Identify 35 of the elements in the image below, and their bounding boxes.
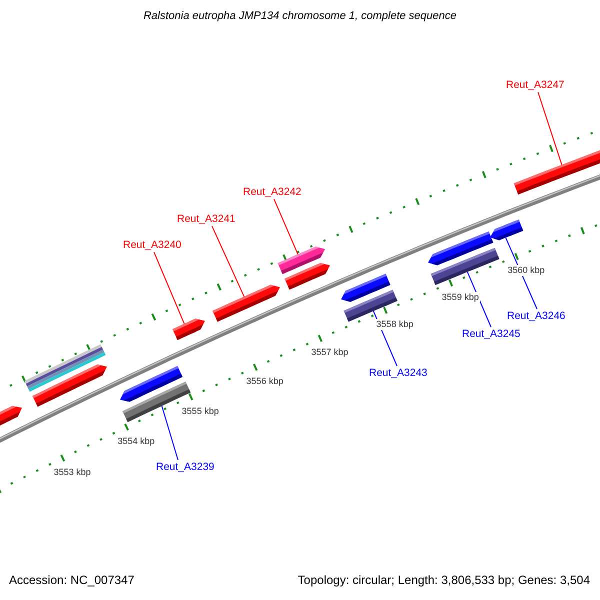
scale-label: 3554 kbp [116,436,156,446]
gene-label: Reut_A3245 [462,328,520,340]
gene-label: Reut_A3239 [156,461,214,474]
gene-bar [344,290,398,322]
gene-bar [24,344,106,392]
leader-line [154,252,185,324]
gene-feature [0,406,22,428]
scale-label: 3559 kbp [440,292,480,302]
gene-label: Reut_A3247 [506,79,564,92]
scale-label: 3560 kbp [506,265,546,276]
scale-label: 3557 kbp [310,347,350,358]
gene-feature [172,318,205,340]
leader-line [161,405,178,460]
leader-line [505,237,538,310]
title: Ralstonia eutropha JMP134 chromosome 1, complete sequence [142,10,458,23]
gene-label: Reut_A3246 [507,310,566,322]
gene-label: Reut_A3243 [369,367,428,380]
scale-label: 3555 kbp [180,406,220,416]
scale-label: 3556 kbp [245,376,284,387]
gene-feature [490,220,524,240]
scale-label: 3553 kbp [52,467,92,478]
leader-line [466,271,492,328]
leader-line [274,198,298,255]
gene-label: Reut_A3242 [243,186,302,198]
sequence-info: Topology: circular; Length: 3,806,533 bp; Genes: 3,504 [298,574,590,588]
gene-feature [32,364,107,407]
gene-label: Reut_A3240 [123,239,182,252]
scale-label: 3558 kbp [375,319,414,330]
gene-feature [212,284,280,322]
leader-line [538,92,562,166]
gene-bar [430,248,500,285]
gene-feature [284,263,330,290]
accession-label: Accession: NC_007347 [9,574,134,588]
gene-label: Reut_A3241 [177,213,236,226]
leader-line [212,226,245,298]
